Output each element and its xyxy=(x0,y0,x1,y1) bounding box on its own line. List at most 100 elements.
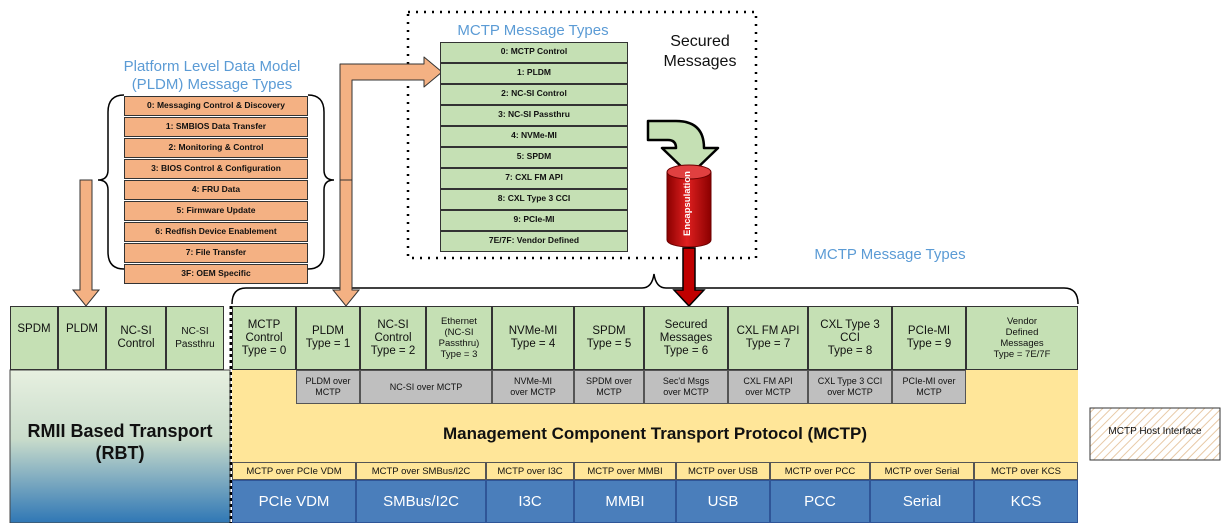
label-line: Defined xyxy=(1005,327,1039,338)
pldm-left-brace xyxy=(97,94,125,270)
secured-type-item: 9: PCIe-MI xyxy=(440,210,628,231)
label-line: Messages xyxy=(659,331,713,344)
pldm-title: Platform Level Data Model (PLDM) Message… xyxy=(92,58,332,94)
label-line: SPDM over xyxy=(585,376,632,386)
label-lines: PLDM xyxy=(66,323,98,336)
encapsulation-cylinder xyxy=(666,172,712,248)
label-line: Ethernet xyxy=(441,316,477,327)
pldm-type-item: 3F: OEM Specific xyxy=(124,264,308,284)
label-line: SPDM xyxy=(592,325,626,337)
mctp-binding-cell: MCTP over Serial xyxy=(870,462,974,480)
label-line: Type = 6 xyxy=(663,344,709,357)
label-line: SPDM xyxy=(17,323,51,335)
rbt-type-cell: PLDM xyxy=(58,306,106,370)
pldm-type-item: 5: Firmware Update xyxy=(124,201,308,221)
label-line: Control xyxy=(117,338,155,350)
physical-transport-cell: I3C xyxy=(486,480,574,523)
label-line: NC-SI xyxy=(181,326,209,337)
rbt-block xyxy=(9,369,231,523)
label-line: PLDM over xyxy=(305,376,351,386)
label-line: Type = 7 xyxy=(745,338,791,350)
physical-transport-cell: PCIe VDM xyxy=(232,480,356,523)
label-line: NC-SI xyxy=(377,318,409,331)
physical-transport-cell: MMBI xyxy=(574,480,676,523)
secured-label-line1: Secured xyxy=(670,33,730,50)
label-line: over MCTP xyxy=(745,387,791,397)
pldm-type-item: 3: BIOS Control & Configuration xyxy=(124,159,308,179)
label-line: NVMe-MI xyxy=(508,325,558,337)
label-line: NC-SI over MCTP xyxy=(389,381,463,392)
rbt-type-cell: SPDM xyxy=(10,306,58,370)
label-line: Type = 5 xyxy=(586,338,632,350)
label-line: CXL Type 3 CCI xyxy=(817,376,883,386)
secured-type-item: 1: PLDM xyxy=(440,63,628,84)
mctp-binding-cell: MCTP over PCC xyxy=(770,462,870,480)
label-line: Control xyxy=(245,331,283,344)
physical-transport-cell: Serial xyxy=(870,480,974,523)
secured-type-item: 7: CXL FM API xyxy=(440,168,628,189)
label-lines: NC-SI over MCTP xyxy=(390,382,463,393)
label-line: CXL FM API xyxy=(736,325,800,337)
label-line: over MCTP xyxy=(663,387,709,397)
label-line: Type = 7E/7F xyxy=(993,349,1051,360)
pldm-to-rbt-pldm-arrow xyxy=(71,179,101,307)
secured-messages-label: Secured Messages xyxy=(650,32,750,72)
rbt-label: RMII Based Transport (RBT) xyxy=(10,420,230,464)
physical-transport-cell: PCC xyxy=(770,480,870,523)
encapsulation-label: Encapsulation xyxy=(682,171,693,236)
mctp-binding-cell: MCTP over MMBI xyxy=(574,462,676,480)
label-line: PLDM xyxy=(66,323,98,335)
pldm-type-item: 4: FRU Data xyxy=(124,180,308,200)
mctp-binding-cell: MCTP over I3C xyxy=(486,462,574,480)
host-interface-box xyxy=(1089,407,1221,461)
label-line: MCTP xyxy=(247,318,281,331)
label-line: Type = 1 xyxy=(305,338,351,350)
pldm-type-item: 6: Redfish Device Enablement xyxy=(124,222,308,242)
label-line: NVMe-MI xyxy=(513,376,552,386)
label-line: Secured xyxy=(664,318,708,331)
secured-type-item: 0: MCTP Control xyxy=(440,42,628,63)
pldm-right-brace xyxy=(307,94,335,270)
label-line: MCTP xyxy=(596,387,622,397)
rbt-label-line2: (RBT) xyxy=(95,443,145,463)
secured-frame xyxy=(406,10,758,260)
label-line: over MCTP xyxy=(827,387,873,397)
secured-type-item: 3: NC-SI Passthru xyxy=(440,105,628,126)
physical-transport-cell: SMBus/I2C xyxy=(356,480,486,523)
secured-type-item: 4: NVMe-MI xyxy=(440,126,628,147)
